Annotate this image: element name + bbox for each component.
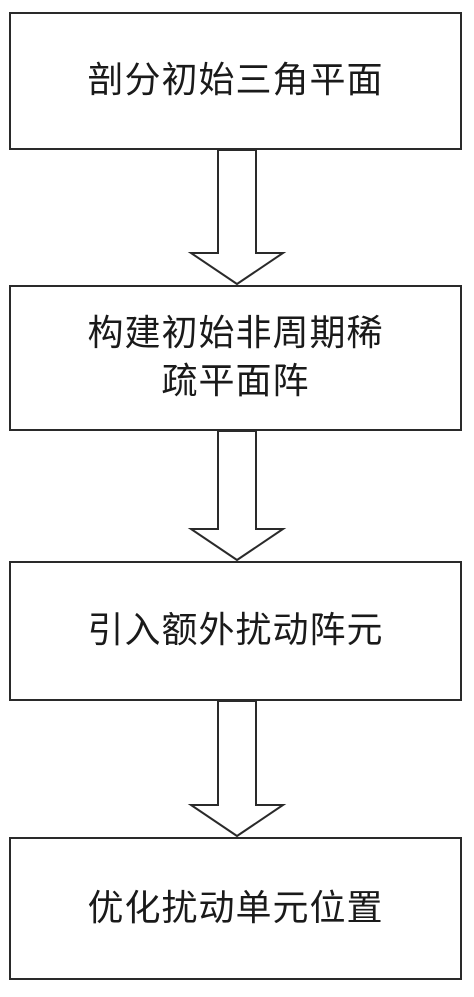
down-arrow-icon	[187, 149, 287, 286]
step-1-box: 剖分初始三角平面	[9, 12, 462, 150]
step-3-box: 引入额外扰动阵元	[9, 561, 462, 701]
step-4-label: 优化扰动单元位置	[87, 887, 384, 929]
step-1-label: 剖分初始三角平面	[87, 60, 384, 101]
step-3-label: 引入额外扰动阵元	[87, 610, 384, 651]
down-arrow-icon	[187, 700, 287, 838]
step-2-box: 构建初始非周期稀疏平面阵	[9, 285, 462, 431]
step-4-box: 优化扰动单元位置	[9, 837, 462, 980]
step-2-label: 构建初始非周期稀疏平面阵	[87, 313, 384, 402]
down-arrow-icon	[187, 430, 287, 562]
